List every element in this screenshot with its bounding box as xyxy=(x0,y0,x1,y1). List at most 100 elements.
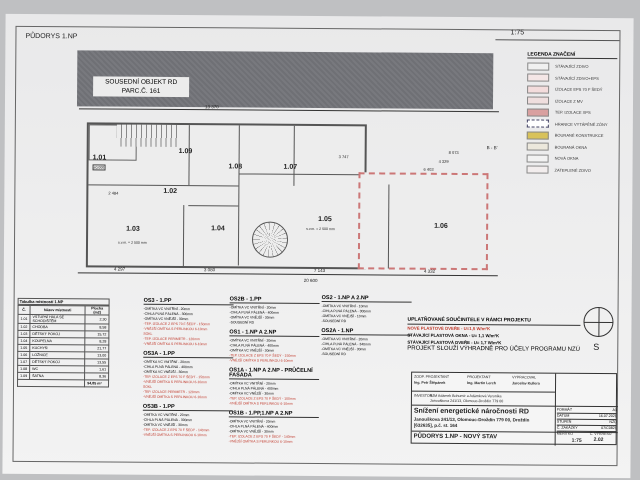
legend-label: IZOLACE EPS 70 F ŠEDÝ xyxy=(555,86,603,93)
tb-designer: Ing. Martin Lerch xyxy=(467,381,497,386)
legend-label: HRANICE VYTÁPĚNÉ ZÓNY xyxy=(554,121,608,127)
legend: LEGENDA ZNAČENÍ STÁVAJÍCÍ ZDIVO STÁVAJÍCÍ… xyxy=(526,51,618,176)
tb-field-label: DATUM xyxy=(556,413,570,418)
composition-title: OS3A - 1.PP xyxy=(143,351,234,359)
tb-scale: 1:75 xyxy=(571,437,582,444)
composition-block: OS3 - 1.PP-OMÍTKA VC VNITŘNÍ - 20mm-CIHL… xyxy=(143,298,234,348)
dimension-total: 20 600 xyxy=(303,277,318,283)
room-area: 2,30 xyxy=(85,314,110,325)
room-1-09: 1.09 xyxy=(178,148,193,156)
coefficients: UPLATŇOVANÉ SOUČINITELE V RÁMCI PROJEKTU… xyxy=(407,316,581,354)
tb-field-label: STUPEŇ xyxy=(556,419,572,424)
tb-field-label: FORMÁT xyxy=(556,407,573,412)
legend-swatch xyxy=(526,154,549,163)
neighbor-label-line2: PARC.Č. 161 xyxy=(121,87,161,95)
section-marker: B - B' xyxy=(486,145,498,151)
room-area-total: 94,85 m² xyxy=(84,379,109,388)
tb-head-3: VYPRACOVAL xyxy=(512,375,537,380)
legend-swatch xyxy=(526,108,549,117)
neighbor-label-line1: SOUSEDNÍ OBJEKT RD xyxy=(105,78,178,87)
tb-drafter: Jaroslav Kullera xyxy=(512,381,540,386)
legend-swatch xyxy=(526,96,550,105)
composition-layer: -SOUSEDNÍ RD xyxy=(229,320,255,325)
tb-head-2: PROJEKTANT xyxy=(467,375,491,380)
legend-swatch xyxy=(526,165,549,174)
legend-swatch xyxy=(526,131,549,140)
composition-insulation: -VNĚJŠÍ OMÍTKA S PERLINKOU 6-10mm xyxy=(142,432,207,438)
room-1-08: 1.08 xyxy=(228,163,243,171)
legend-label: NOVÁ OKNA xyxy=(554,155,579,162)
tb-field-value: 16.07.2021 xyxy=(598,413,617,419)
composition-insulation: -VNĚJŠÍ OMÍTKA S PERLINKOU 6-10mm xyxy=(228,401,293,406)
composition-column-2: OS2B - 1.PP-OMÍTKA VC VNITŘNÍ - 20mm-CIH… xyxy=(228,296,320,450)
composition-block: OS2B - 1.PP-OMÍTKA VC VNITŘNÍ - 20mm-CIH… xyxy=(229,296,320,326)
composition-title: OS1B - 1.PP,1.NP A 2.NP xyxy=(228,410,319,419)
dimension-b2: 3 080 xyxy=(203,267,216,273)
composition-block: OS2A - 1.NP-OMÍTKA VC VNITŘNÍ - 20mm-CIH… xyxy=(321,328,412,358)
composition-insulation: -VNĚJŠÍ OMÍTKA S PERLINKOU 6-10mm xyxy=(142,394,207,400)
room-1-06: 1.06 xyxy=(434,222,448,230)
composition-column-1: OS3 - 1.PP-OMÍTKA VC VNITŘNÍ - 20mm-CIHL… xyxy=(142,298,234,444)
legend-swatch xyxy=(526,119,549,128)
dimension-d5: 2 484 xyxy=(108,190,119,196)
tb-address: Janouškova 241/13, Olomouc-Droždín 779 0… xyxy=(413,416,530,423)
legend-swatch xyxy=(527,73,550,82)
dimension-d4: 3 747 xyxy=(338,154,349,160)
dimension-d2: 4 329 xyxy=(438,158,449,164)
legend-label: BOURANÁ OKNA xyxy=(554,144,587,150)
table-total-row: 94,85 m² xyxy=(17,379,109,388)
tb-field-label: Č. ZAKÁZKY xyxy=(556,425,578,430)
legend-label: STÁVAJÍCÍ ZDIVO+EPS xyxy=(555,75,599,81)
col-number: Č. xyxy=(18,305,31,315)
legend-title: LEGENDA ZNAČENÍ xyxy=(527,51,618,60)
room-1-05: 1.05 xyxy=(318,216,332,224)
coef-note: PROJEKT SLOUŽÍ VÝHRADNĚ PRO ÚČELY PROGRA… xyxy=(407,345,581,353)
legend-item: STÁVAJÍCÍ ZDIVO xyxy=(527,60,617,72)
composition-title: OS2B - 1.PP xyxy=(229,296,320,305)
legend-item: NOVÁ OKNA xyxy=(526,152,617,164)
tb-scale-label: MĚŘÍTKO xyxy=(556,431,574,436)
tb-drawing-name: PŮDORYS 1.NP - NOVÝ STAV xyxy=(413,433,498,441)
composition-title: OS1 - 1.NP A 2.NP xyxy=(229,329,320,338)
room-name: VSTUPNÍ HALA SE SCHODIŠTĚM xyxy=(29,314,86,324)
room-1-03-height: s.v.m. = 2 500 mm xyxy=(118,240,147,245)
legend-label: ZATEPLENÉ ZDIVO xyxy=(554,167,591,173)
room-1-01-level: ±0,000 xyxy=(92,164,106,171)
legend-swatch xyxy=(527,62,550,71)
room-1-02: 1.02 xyxy=(163,187,178,196)
legend-swatch xyxy=(527,85,550,94)
composition-block: OS1B - 1.PP,1.NP A 2.NP-OMÍTKA VC VNITŘN… xyxy=(228,410,319,445)
legend-item: STÁVAJÍCÍ ZDIVO+EPS xyxy=(527,72,617,84)
composition-block: OS2 - 1.NP A 2.NP-OMÍTKA VC VNITŘNÍ - 10… xyxy=(321,295,412,325)
tb-sheet: 2.02 xyxy=(593,436,604,443)
composition-layer: -SOUSEDNÍ RD xyxy=(321,319,347,324)
legend-swatch xyxy=(526,142,549,151)
tb-project: Snížení energetické náročnosti RD xyxy=(413,407,530,416)
legend-label: IZOLACE Z MV xyxy=(555,98,583,104)
room-number: 1.01 xyxy=(17,314,31,324)
composition-insulation: -VNĚJŠÍ OMÍTKA S PERLINKOU 6-10mm xyxy=(229,358,294,363)
north-arrow-icon xyxy=(583,306,614,338)
composition-block: OS1 - 1.NP A 2.NP-OMÍTKA VC VNITŘNÍ - 20… xyxy=(229,329,320,364)
tb-responsible: Ing. Petr Štěpánek xyxy=(414,380,446,385)
composition-layer: -SOUSEDNÍ RD xyxy=(321,352,346,357)
dimension-d1: 8 073 xyxy=(448,149,459,155)
col-name: Název místnosti xyxy=(30,305,86,315)
tb-sheet-label: Č. VÝKRESU xyxy=(589,431,612,437)
dimension-b4: 4 332 xyxy=(423,268,436,274)
legend-item: IZOLACE EPS 70 F ŠEDÝ xyxy=(527,83,617,95)
floor-plan: 1.01 ±0,000 1.02 1.03 s.v.m. = 2 500 mm … xyxy=(78,112,499,275)
room-1-05-height: s.v.m. = 2 500 mm xyxy=(306,226,335,232)
tb-field-value: NZÚ xyxy=(609,420,617,425)
room-1-04: 1.04 xyxy=(211,225,225,233)
composition-title: OS1A - 1.NP A 2.NP - PRŮČELNÍ FASÁDA xyxy=(229,367,320,381)
dimension-b3: 7 143 xyxy=(313,267,326,274)
composition-column-3: OS2 - 1.NP A 2.NP-OMÍTKA VC VNITŘNÍ - 10… xyxy=(321,295,412,363)
dimension-d3: 6 403 xyxy=(423,166,434,172)
legend-item: HRANICE VYTÁPĚNÉ ZÓNY xyxy=(526,118,617,130)
legend-item: ZATEPLENÉ ZDIVO xyxy=(526,164,616,176)
room-1-03: 1.03 xyxy=(126,225,140,233)
legend-label: BOURANÉ KONSTRUKCE xyxy=(554,132,604,139)
scale-label: 1:75 xyxy=(510,29,525,37)
